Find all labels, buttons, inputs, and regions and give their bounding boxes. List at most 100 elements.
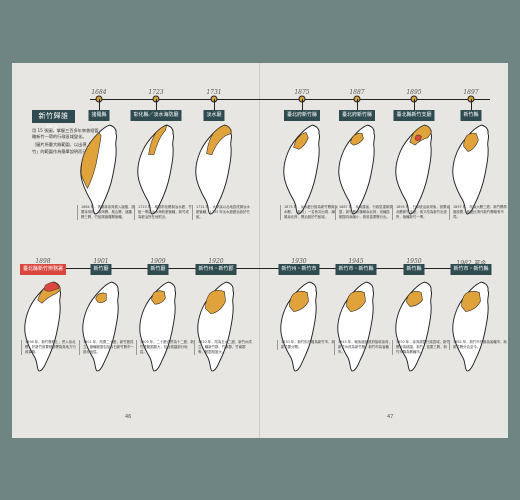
- bottom-year-5: 1945: [348, 258, 364, 265]
- bottom-caption-5: 1945 年，戰後國民政府接收臺灣，新竹州改為新竹縣，新竹市為省轄市。: [334, 340, 392, 355]
- top-year-0: 1684: [91, 89, 107, 96]
- taiwan-outline: [195, 124, 233, 215]
- top-caption-1: 1723 年，增設彰化縣與淡水廳，竹塹一帶由淡水海防廳管轄，新竹成為廳治所在地附…: [134, 205, 192, 220]
- bottom-year-2: 1909: [150, 258, 166, 265]
- highlighted-region-red: [43, 281, 60, 292]
- bottom-year-0: 1898: [35, 258, 51, 265]
- bottom-taiwan-map-6: [395, 281, 433, 372]
- top-taiwan-map-2: [195, 124, 233, 215]
- top-year-6: 1897: [463, 89, 479, 96]
- top-caption-6: 1897 年，改為六縣三廳，新竹縣再度設置，範圍比清代新竹縣略有不同。: [449, 205, 507, 220]
- taiwan-outline: [395, 281, 433, 372]
- top-region-label-0: 諸羅縣: [88, 110, 110, 121]
- bottom-region-label-2: 新竹廳: [147, 264, 169, 275]
- intro-title: 新竹歸誰管？: [32, 110, 75, 133]
- highlighted-region: [463, 132, 479, 152]
- bottom-year-6: 1950: [406, 258, 422, 265]
- top-year-2: 1731: [206, 89, 222, 96]
- bottom-year-1: 1901: [93, 258, 109, 265]
- highlighted-region: [293, 132, 309, 150]
- highlighted-region: [148, 124, 167, 155]
- bottom-taiwan-map-3: [197, 281, 235, 372]
- taiwan-outline: [283, 124, 321, 215]
- top-region-label-3: 臺北府新竹縣: [283, 110, 321, 121]
- taiwan-outline: [137, 124, 175, 215]
- top-connector-5: [414, 99, 415, 110]
- bottom-region-label-0: 臺北縣新竹辨務署: [19, 264, 67, 275]
- page-gutter: [259, 63, 260, 438]
- page-number-left: 46: [125, 414, 132, 420]
- bottom-region-label-1: 新竹廳: [90, 264, 112, 275]
- taiwan-outline: [452, 124, 490, 215]
- bottom-caption-7: 1982 年，新竹市升格為省轄市，與新竹縣分治至今。: [449, 340, 507, 350]
- highlighted-region: [406, 290, 423, 307]
- bottom-region-label-5: 新竹市・新竹縣: [335, 264, 377, 275]
- top-caption-0: 1684 年，清朝將臺灣劃入版圖，設置臺灣府、臺灣縣、鳳山縣、諸羅縣三縣，竹塹屬…: [77, 205, 135, 220]
- bottom-taiwan-map-7: [452, 281, 490, 372]
- top-year-4: 1887: [349, 89, 365, 96]
- bottom-year-3: 1920: [208, 258, 224, 265]
- top-caption-2: 1731 年，大甲溪以北地區改歸淡水廳管轄，1733 年淡水廳廳治設於竹塹。: [192, 205, 250, 220]
- top-timeline: [90, 99, 490, 100]
- highlighted-region: [346, 290, 366, 312]
- top-connector-4: [357, 99, 358, 110]
- bottom-caption-2: 1909 年，二十廳合併為十二廳，新竹廳範圍擴大，包含桃園部分地區。: [136, 340, 194, 355]
- taiwan-outline: [395, 124, 433, 215]
- intro-paragraph-2: （圖片所畫大概範圍，以出現「新竹」的範圍作為簡單說明而已）: [32, 142, 95, 154]
- highlighted-region: [80, 132, 102, 190]
- top-taiwan-map-6: [452, 124, 490, 215]
- bottom-caption-3: 1920 年，改為五州二廳，新竹州成立，轄新竹郡、竹東郡、竹南郡等，範圍相當大。: [194, 340, 252, 355]
- intro-text: 用 15 張圖，掌握三百多年來曾經管轄新竹一帶的行政區域變化。 （圖片所畫大概範…: [32, 128, 100, 157]
- highlighted-region: [205, 289, 226, 315]
- top-connector-0: [99, 99, 100, 110]
- bottom-timeline: [35, 268, 490, 269]
- bottom-taiwan-map-2: [139, 281, 177, 372]
- top-connector-1: [156, 99, 157, 110]
- top-region-label-5: 臺北縣新竹支廳: [393, 110, 435, 121]
- highlighted-region: [95, 292, 107, 303]
- bottom-caption-0: 1898 年，新竹縣廢止，併入臺北縣，於新竹設置辨務署負責地方行政事務。: [21, 340, 79, 355]
- bottom-taiwan-map-5: [337, 281, 375, 372]
- top-connector-6: [471, 99, 472, 110]
- bottom-region-label-3: 新竹州・新竹郡: [195, 264, 237, 275]
- top-region-label-6: 新竹縣: [460, 110, 482, 121]
- top-caption-3: 1875 年，淡水廳分設為新竹縣與淡水縣，「新竹」一名首次出現，隸屬臺北府，縣治…: [280, 205, 338, 220]
- top-taiwan-map-4: [338, 124, 376, 215]
- bottom-caption-1: 1901 年，改置二十廳，新竹廳成立，管轄範圍包括今日新竹縣市一部分地區。: [79, 340, 137, 355]
- top-region-label-4: 臺北府新竹縣: [338, 110, 376, 121]
- highlighted-region-red: [414, 134, 422, 141]
- top-caption-5: 1895 年，日本統治臺灣後，設置臺北縣新竹支廳，後又改為新竹出張所，管轄新竹一…: [392, 205, 450, 220]
- bottom-year-7: 1982 至今: [456, 258, 485, 267]
- bottom-year-4: 1930: [291, 258, 307, 265]
- taiwan-outline: [338, 124, 376, 215]
- highlighted-region: [409, 124, 432, 146]
- highlighted-region: [350, 132, 364, 146]
- highlighted-region: [289, 290, 309, 312]
- bottom-taiwan-map-4: [280, 281, 318, 372]
- bottom-caption-4: 1930 年，新竹街升格為新竹市，與新竹郡分開。: [277, 340, 335, 350]
- top-taiwan-map-5: [395, 124, 433, 215]
- top-region-label-2: 淡水廳: [203, 110, 225, 121]
- bottom-region-label-7: 新竹市・新竹縣: [450, 264, 492, 275]
- bottom-taiwan-map-0: [24, 281, 62, 372]
- intro-paragraph-1: 用 15 張圖，掌握三百多年來曾經管轄新竹一帶的行政區域變化。: [32, 128, 99, 140]
- top-connector-3: [302, 99, 303, 110]
- highlighted-region: [206, 124, 232, 155]
- bottom-region-label-6: 新竹縣: [403, 264, 425, 275]
- top-connector-2: [214, 99, 215, 110]
- highlighted-region: [461, 290, 481, 312]
- top-taiwan-map-3: [283, 124, 321, 215]
- top-year-1: 1723: [148, 89, 164, 96]
- bottom-region-label-4: 新竹州・新竹市: [278, 264, 320, 275]
- taiwan-outline: [24, 281, 62, 372]
- top-year-5: 1895: [406, 89, 422, 96]
- taiwan-outline: [139, 281, 177, 372]
- bottom-caption-6: 1950 年，臺灣調整行政區域，新竹縣分為桃園、新竹、苗栗三縣，新竹市降為縣轄市…: [392, 340, 450, 355]
- top-year-3: 1875: [294, 89, 310, 96]
- top-region-label-1: 彰化縣／淡水海防廳: [130, 110, 182, 121]
- highlighted-region: [151, 290, 166, 305]
- taiwan-outline: [82, 281, 120, 372]
- top-taiwan-map-1: [137, 124, 175, 215]
- page-number-right: 47: [387, 414, 394, 420]
- bottom-taiwan-map-1: [82, 281, 120, 372]
